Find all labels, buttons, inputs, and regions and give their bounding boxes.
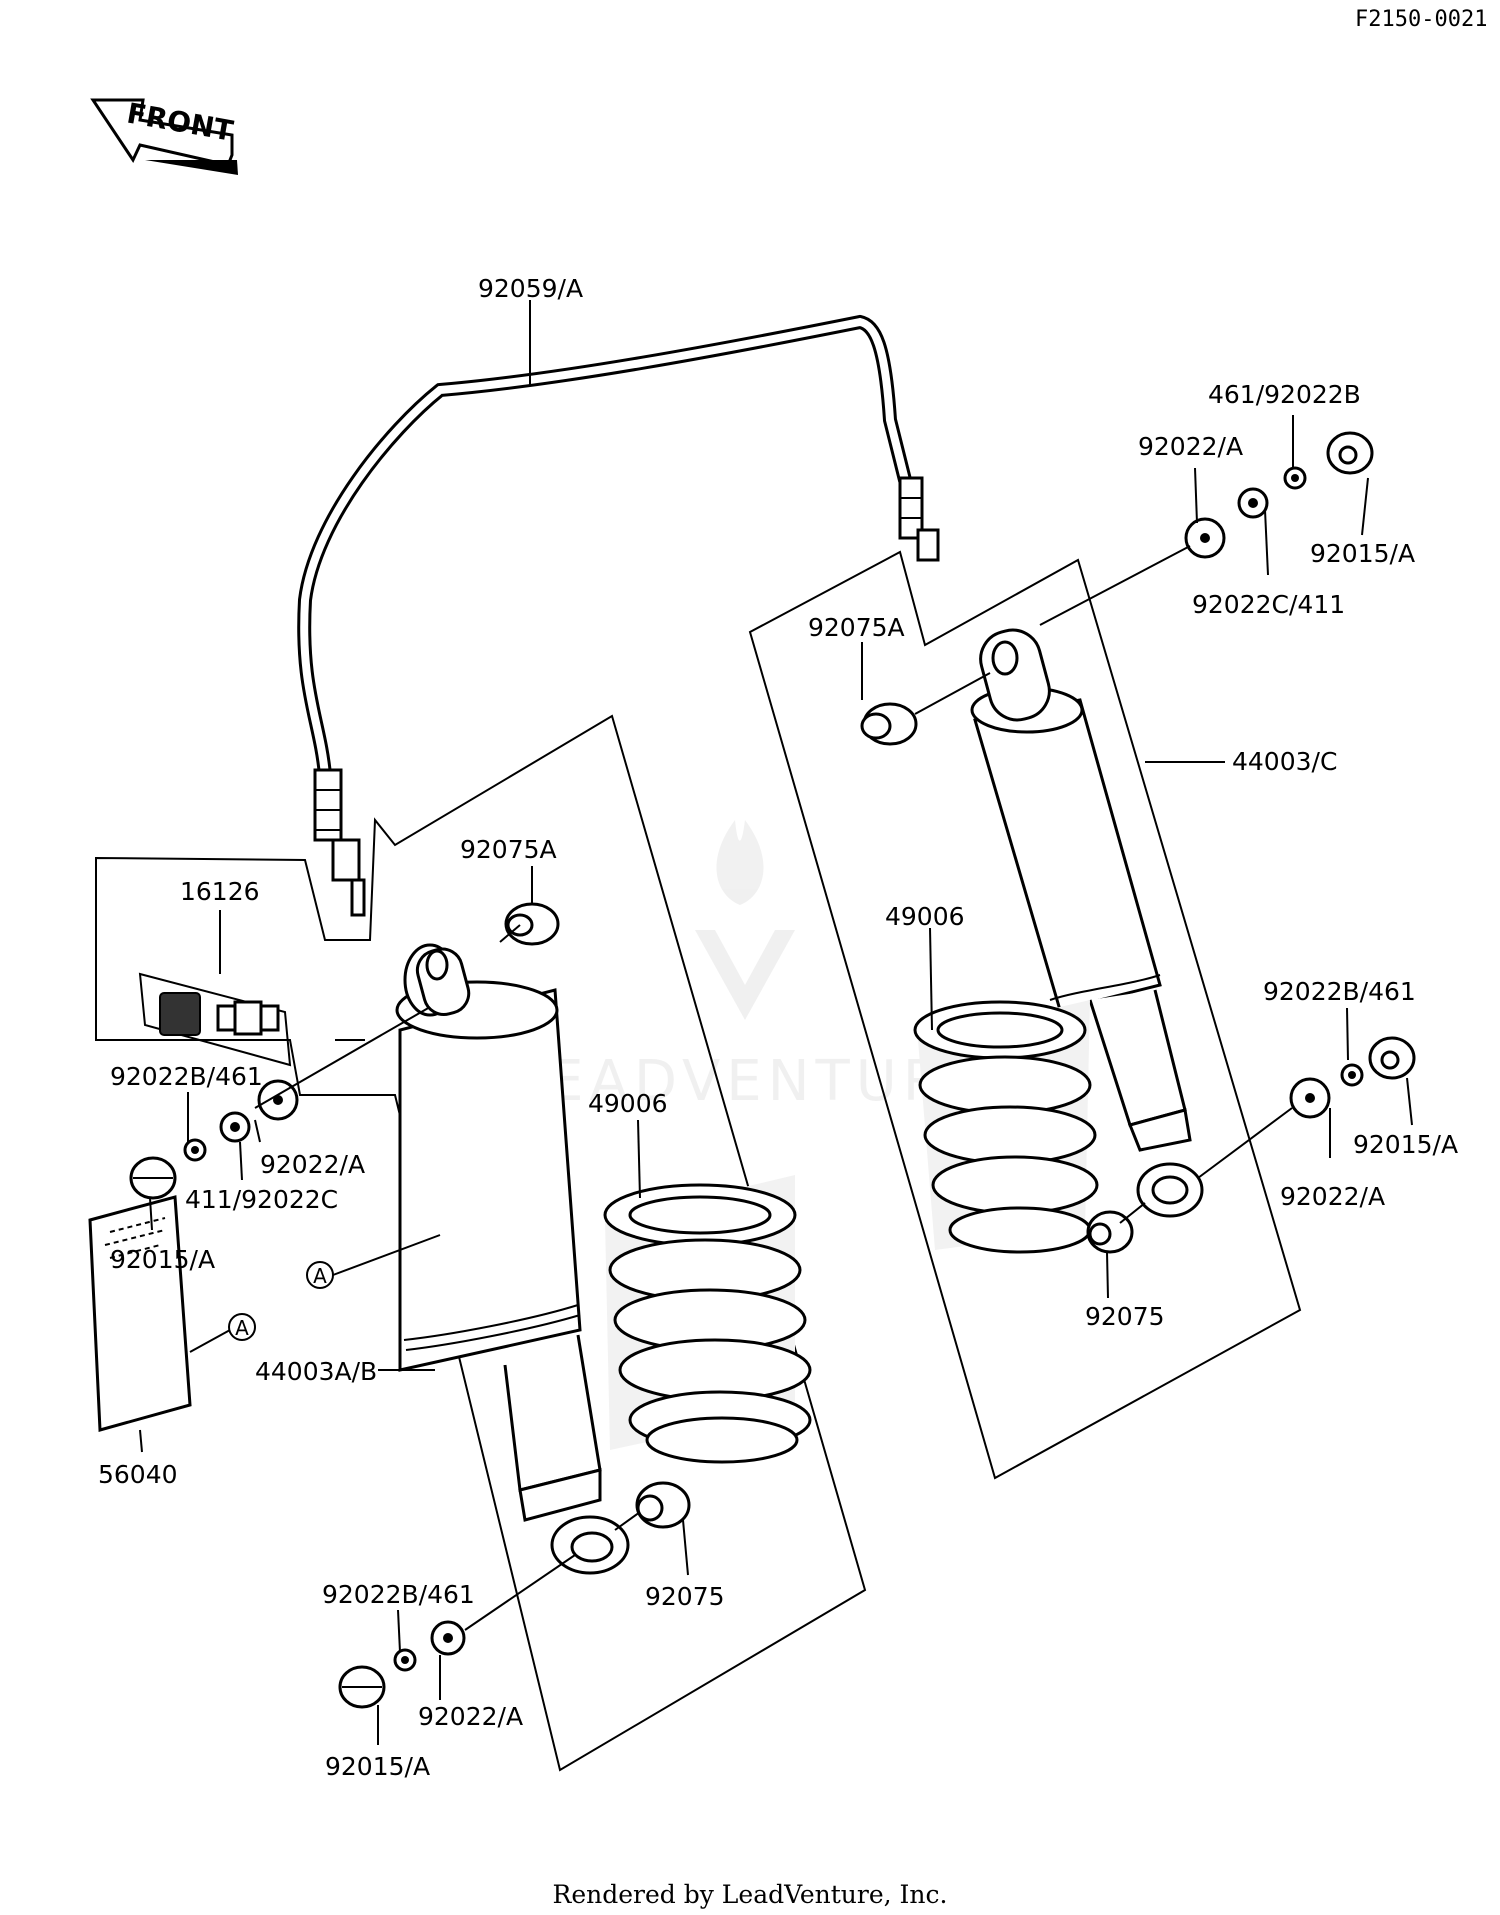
label-washer-b461-bottom: 92022B/461 [322, 1580, 475, 1609]
preload-hose [297, 314, 940, 917]
label-spring-left: 49006 [588, 1089, 668, 1118]
label-valve: 16126 [180, 877, 260, 906]
collar-left-top [504, 902, 560, 946]
label-spring-right: 49006 [885, 902, 965, 931]
watermark-text: LEADVENTURE [511, 1049, 989, 1114]
label-collar-left-bottom: 92075 [645, 1582, 725, 1611]
label-decal: 56040 [98, 1460, 178, 1489]
ref-mark-a-decal: A [228, 1313, 256, 1341]
collar-left-bottom [635, 1481, 691, 1529]
label-collar-right-bottom: 92075 [1085, 1302, 1165, 1331]
label-washer-right-lower: 92022/A [1280, 1182, 1385, 1211]
label-washer-left: 92022/A [260, 1150, 365, 1179]
footer-credit: Rendered by LeadVenture, Inc. [553, 1880, 948, 1909]
right-shock-absorber [970, 628, 1204, 1218]
ref-mark-text: A [235, 1316, 249, 1340]
label-collar-right-top: 92075A [808, 613, 905, 642]
left-spring [603, 1175, 812, 1464]
front-arrow-label: FRONT [124, 97, 235, 148]
hardware-bottom [338, 1620, 466, 1709]
right-spring [913, 1000, 1099, 1254]
label-washer-bottom: 92022/A [418, 1702, 523, 1731]
label-collar-left-top: 92075A [460, 835, 557, 864]
label-washer-b461-right: 92022B/461 [1263, 977, 1416, 1006]
label-washer-461-top: 461/92022B [1208, 380, 1361, 409]
front-arrow: FRONT [90, 97, 238, 175]
label-nut-top-right: 92015/A [1310, 539, 1415, 568]
label-hose: 92059/A [478, 274, 583, 303]
label-washer-b461-left: 92022B/461 [110, 1062, 263, 1091]
label-nut-bottom: 92015/A [325, 1752, 430, 1781]
decal [88, 1195, 192, 1432]
ref-mark-a-left: A [306, 1261, 334, 1289]
hardware-right-lower [1289, 1036, 1416, 1119]
leader-lines [139, 300, 1413, 1745]
label-nut-left: 92015/A [110, 1245, 215, 1274]
left-shock-absorber [395, 943, 630, 1575]
label-washer-c411-top: 92022C/411 [1192, 590, 1345, 619]
hardware-top-right [1184, 431, 1374, 559]
label-nut-right-lower: 92015/A [1353, 1130, 1458, 1159]
part-labels: 92059/A 461/92022B 92022/A 92015/A 92022… [98, 274, 1458, 1781]
left-assembly-frame [95, 714, 867, 1772]
label-shock-right: 44003/C [1232, 747, 1337, 776]
watermark: LEADVENTURE [511, 820, 989, 1114]
label-washer-top-right: 92022/A [1138, 432, 1243, 461]
ref-mark-text: A [313, 1264, 327, 1288]
valve-kit [138, 972, 292, 1067]
collar-right-top [860, 702, 918, 746]
right-assembly-frame [748, 550, 1302, 1480]
hardware-left [129, 1079, 299, 1200]
label-shock-left: 44003A/B [255, 1357, 377, 1386]
label-washer-c411-left: 411/92022C [185, 1185, 338, 1214]
diagram-code: F2150-0021 [1355, 7, 1487, 32]
